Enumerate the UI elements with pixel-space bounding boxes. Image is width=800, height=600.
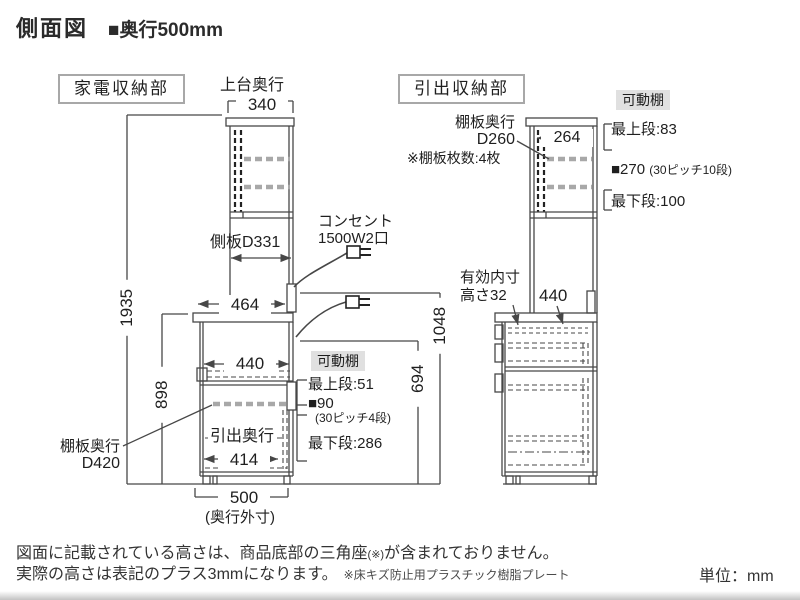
movable-shelf-badge-right: 可動棚 <box>616 90 670 111</box>
depth-subtitle: ■奥行500mm <box>108 20 223 41</box>
dim-500-note: (奥行外寸) <box>205 509 275 526</box>
outlet-caption-2: 1500W2口 <box>318 230 389 247</box>
movable-bottom-left: 最下段:286 <box>308 435 383 452</box>
dim-264: 264 <box>541 129 593 148</box>
shelf-depth-caption-right-line1: 棚板奥行 <box>454 114 515 131</box>
footer-note-2-small: ※床キズ防止用プラスチック樹脂プレート <box>343 568 570 582</box>
footer-note-1a: 図面に記載されている高さは、商品底部の三角座 <box>16 545 368 562</box>
movable-pitch-right: ■270 (30ピッチ10段) <box>611 161 732 178</box>
dim-1935: 1935 <box>117 279 137 336</box>
footer-note-2: 実際の高さは表記のプラス3mmになります。 ※床キズ防止用プラスチック樹脂プレート <box>16 566 569 584</box>
movable-pitch-right-value: ■270 <box>611 161 646 178</box>
unit-label: 単位：mm <box>699 568 774 585</box>
left-upper-cabinet <box>225 117 295 313</box>
left-section-label: 家電収納部 <box>58 74 185 104</box>
bottom-gradient-bar <box>0 591 800 600</box>
movable-bottom-right: 最下段:100 <box>611 193 686 210</box>
dim-500: 500 <box>218 488 270 508</box>
top-depth-caption: 上台奥行 <box>220 77 285 94</box>
movable-shelf-badge-left: 可動棚 <box>311 351 365 372</box>
footer-note-1b: が含まれておりません。 <box>384 545 559 562</box>
page-title: 側面図 <box>16 16 89 41</box>
dim-898: 898 <box>152 366 172 423</box>
shelf-depth-caption-right: 棚板奥行 D260 <box>445 114 515 150</box>
right-section-label: 引出収納部 <box>398 74 525 104</box>
dim-464: 464 <box>219 295 271 315</box>
shelf-depth-caption-line2: D420 <box>81 455 120 473</box>
footer-note-1: 図面に記載されている高さは、商品底部の三角座(※)が含まれておりません。 <box>16 545 559 563</box>
movable-top-left: 最上段:51 <box>308 376 374 393</box>
movable-pitch-left: ■90 <box>308 395 334 412</box>
footer-note-1-sup: (※) <box>367 549 385 561</box>
dim-440-left: 440 <box>224 354 276 374</box>
dim-440-right: 440 <box>539 286 568 305</box>
dim-694: 694 <box>408 350 428 407</box>
side-panel-caption: 側板D331 <box>210 234 281 251</box>
movable-top-right: 最上段:83 <box>611 121 677 138</box>
outlet-cords <box>286 245 371 411</box>
dim-414: 414 <box>218 450 270 470</box>
right-upper-cabinet <box>525 117 598 314</box>
shelf-count-note: ※棚板枚数:4枚 <box>407 150 501 166</box>
dim-1048: 1048 <box>430 297 450 354</box>
inner-height-caption-2: 高さ32 <box>460 287 507 304</box>
dim-340: 340 <box>236 95 288 115</box>
footer-note-2-main: 実際の高さは表記のプラス3mmになります。 <box>16 566 338 583</box>
movable-pitch-note-left: (30ピッチ4段) <box>315 411 392 425</box>
inner-height-caption-1: 有効内寸 <box>460 269 521 286</box>
outlet-caption-1: コンセント <box>318 213 394 230</box>
shelf-depth-caption-right-line2: D260 <box>476 131 515 149</box>
right-lower-cabinet <box>494 312 598 485</box>
shelf-depth-caption-left: 棚板奥行 D420 <box>55 438 120 474</box>
shelf-depth-caption-line1: 棚板奥行 <box>59 438 120 455</box>
drawer-depth-caption: 引出奥行 <box>208 428 277 447</box>
movable-pitch-right-note: (30ピッチ10段) <box>649 163 732 177</box>
